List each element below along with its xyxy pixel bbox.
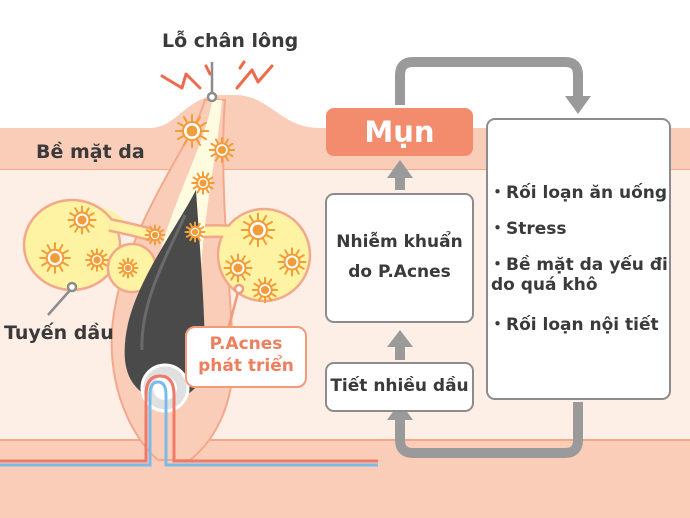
- bacteria-icon: [85, 248, 109, 272]
- cycle-arrow-icon: [395, 57, 583, 458]
- gland-pointer-line: [47, 287, 73, 316]
- excess-oil-label: Tiết nhiều dầu: [330, 376, 469, 396]
- hair-follicle-icon: [124, 190, 205, 400]
- cause-item-stress: ・Stress: [489, 219, 567, 239]
- bacteria-icon: [67, 205, 97, 235]
- bacteria-pointer-line: [226, 291, 240, 331]
- cause-item-hormone: ・Rối loạn nội tiết: [489, 315, 659, 335]
- bacteria-icon: [251, 276, 279, 304]
- bacteria-icon: [117, 257, 139, 279]
- bacteria-icon: [191, 171, 215, 195]
- irritation-lines-icon: [160, 60, 274, 90]
- infection-line2: do P.Acnes: [348, 262, 451, 282]
- bacteria-icon: [39, 242, 71, 274]
- bacteria-icon: [174, 113, 210, 149]
- cause-item-dry-skin-2: do quá khô: [491, 275, 598, 295]
- bacteria-growth-line2: phát triển: [198, 356, 294, 376]
- bacteria-icon: [184, 221, 206, 243]
- cause-item-diet: ・Rối loạn ăn uống: [489, 183, 668, 203]
- bottom-layer: [0, 440, 690, 518]
- bacteria-icon: [208, 136, 236, 164]
- excess-oil-box: Tiết nhiều dầu: [325, 362, 474, 412]
- bacteria-growth-callout: P.Acnes phát triển: [185, 326, 307, 388]
- bacteria-icon: [144, 224, 166, 246]
- hair-highlight: [140, 214, 187, 351]
- gland-pointer-dot: [66, 281, 78, 293]
- bacteria-icon: [240, 212, 276, 248]
- pore-pointer-dot: [206, 91, 218, 103]
- acne-box: Mụn: [326, 108, 473, 156]
- bacteria-growth-line1: P.Acnes: [209, 334, 283, 354]
- bacteria-pointer-dot: [233, 283, 245, 295]
- cause-item-dry-skin-1: ・Bề mặt da yếu đi: [489, 255, 668, 275]
- causes-box: [486, 118, 671, 400]
- sebaceous-gland-label: Tuyến dầu: [4, 322, 114, 344]
- bacteria-icon: [277, 247, 307, 277]
- bacteria-group: [39, 113, 307, 304]
- blood-vessels: [0, 374, 378, 467]
- skin-surface-label: Bề mặt da: [36, 141, 145, 163]
- infection-line1: Nhiễm khuẩn: [336, 232, 463, 252]
- pore-label: Lỗ chân lông: [162, 30, 299, 52]
- infection-box: Nhiễm khuẩn do P.Acnes: [325, 193, 474, 323]
- bacteria-icon: [223, 253, 253, 283]
